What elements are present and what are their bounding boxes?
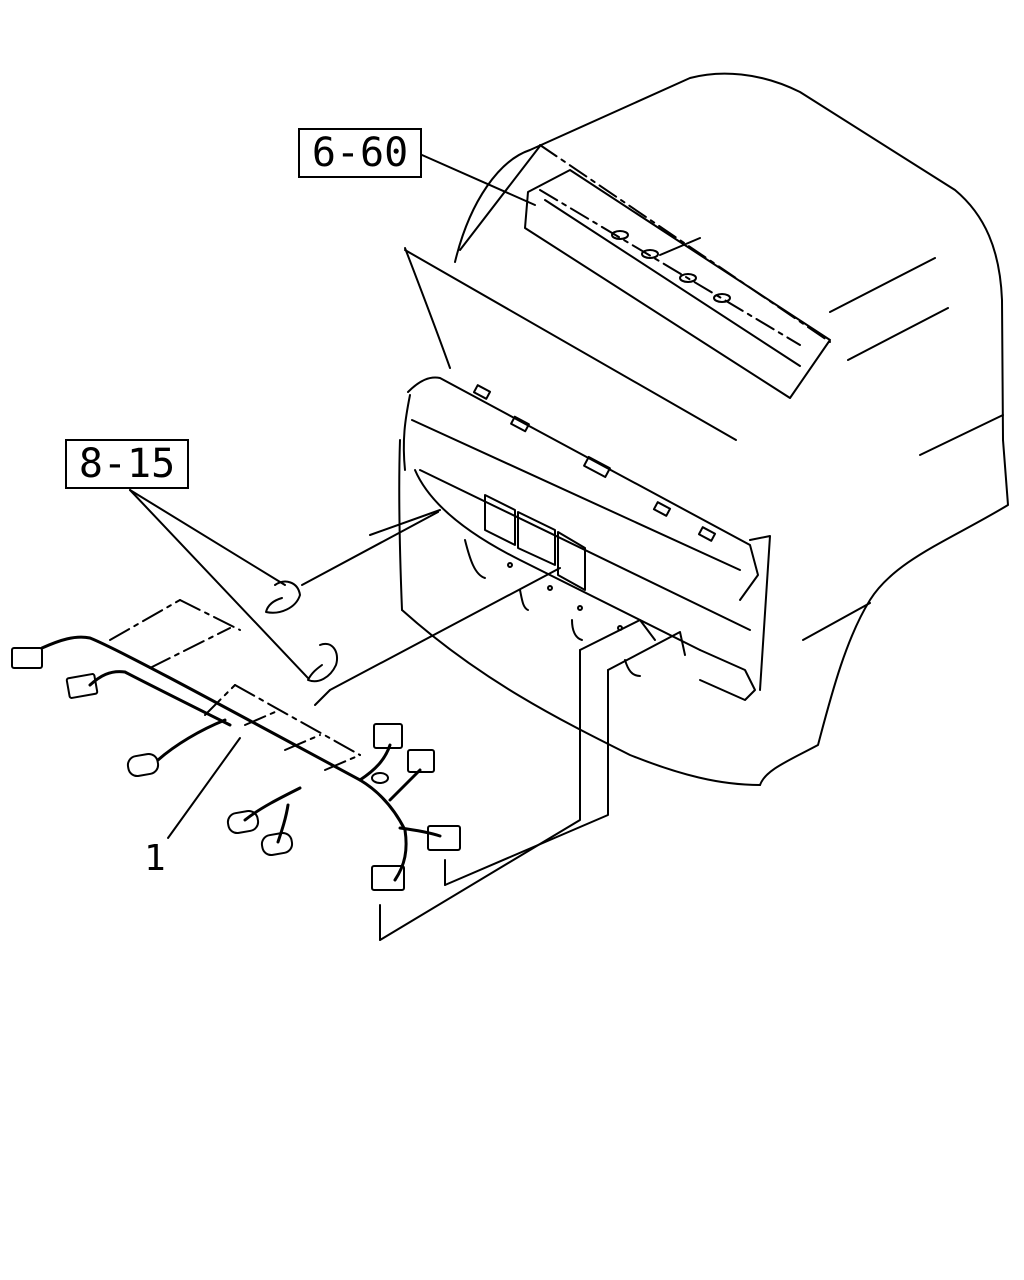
harness-clips bbox=[266, 582, 337, 682]
reference-box-left: 8-15 bbox=[65, 439, 189, 489]
wiring-harness bbox=[12, 637, 460, 890]
front-panel bbox=[404, 378, 770, 700]
routing-lines bbox=[110, 510, 685, 940]
cab-outline bbox=[399, 74, 1008, 785]
roof-marker-lamp bbox=[525, 170, 830, 398]
reference-leaders bbox=[130, 155, 535, 838]
callout-harness: 1 bbox=[144, 838, 166, 879]
reference-box-top: 6-60 bbox=[298, 128, 422, 178]
